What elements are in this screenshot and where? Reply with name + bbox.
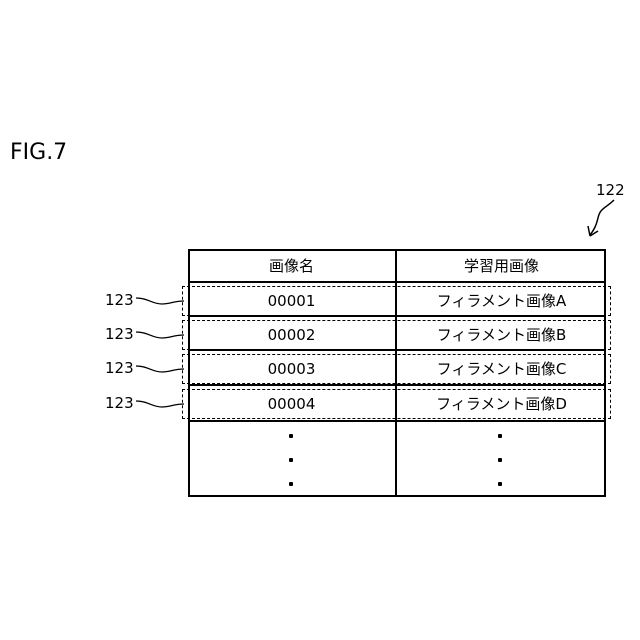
header-training-image: 学習用画像	[397, 252, 606, 280]
data-rows-bottom-line	[188, 420, 606, 422]
cell-image-name: 00001	[188, 286, 395, 316]
cell-image-name: 00003	[188, 354, 395, 384]
header-divider	[188, 281, 606, 283]
figure-label: FIG.7	[10, 140, 67, 165]
ellipsis-dot	[289, 482, 293, 486]
leader-line-icon	[136, 397, 184, 411]
cell-image-name: 00002	[188, 320, 395, 350]
row-reference-numeral: 123	[105, 358, 134, 378]
ellipsis-dot	[498, 458, 502, 462]
ellipsis-dot	[498, 434, 502, 438]
cell-training-image: フィラメント画像A	[397, 286, 606, 316]
row-divider	[188, 384, 606, 386]
cell-training-image: フィラメント画像B	[397, 320, 606, 350]
table-reference-numeral: 122	[596, 181, 625, 199]
cell-image-name: 00004	[188, 389, 395, 419]
leader-line-icon	[136, 362, 184, 376]
header-image-name: 画像名	[188, 252, 395, 280]
ellipsis-dot	[289, 434, 293, 438]
leader-line-icon	[136, 294, 184, 308]
row-reference-numeral: 123	[105, 290, 134, 310]
reference-arrow-icon	[580, 198, 620, 240]
row-reference-numeral: 123	[105, 393, 134, 413]
cell-training-image: フィラメント画像D	[397, 389, 606, 419]
cell-training-image: フィラメント画像C	[397, 354, 606, 384]
ellipsis-dot	[498, 482, 502, 486]
ellipsis-dot	[289, 458, 293, 462]
row-reference-numeral: 123	[105, 324, 134, 344]
leader-line-icon	[136, 328, 184, 342]
